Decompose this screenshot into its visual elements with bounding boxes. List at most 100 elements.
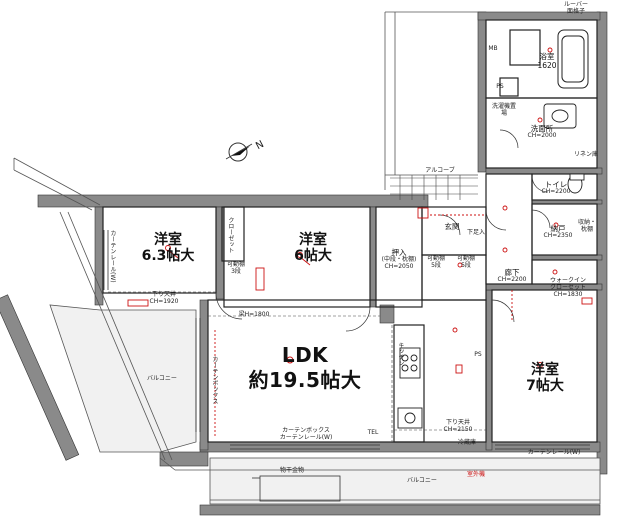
label-movable-shelf-entrance-a-count: 5段 <box>431 261 441 269</box>
label-dresser-text: リネン庫 <box>574 151 599 158</box>
label-ps-top-text: PS <box>496 83 504 90</box>
label-louver-grille: 面格子 <box>566 7 585 15</box>
room-closet-mid-name: 押入 <box>391 248 407 257</box>
label-ps-bottom-text: PS <box>474 351 482 358</box>
label-refrigerator-text: 冷蔵庫 <box>457 439 476 446</box>
label-refrigerator: 冷蔵庫 <box>452 439 482 447</box>
label-balcony-object-text: 物干金物 <box>279 467 304 474</box>
label-movable-shelf-left-text: 可動棚 <box>226 261 245 268</box>
label-lower-ceiling-right: 下り天井 CH=2150 <box>438 419 478 434</box>
room-walkin-name: ウォークイン <box>549 277 586 284</box>
room-western-middle-size: 6帖大 <box>294 248 332 265</box>
room-western-right: 洋室 7帖大 <box>522 362 568 394</box>
label-movable-shelf-left-count: 3段 <box>231 267 241 275</box>
room-western-middle-name: 洋室 <box>299 232 327 248</box>
label-louver: ルーバー 面格子 <box>556 1 596 16</box>
label-curtain-box-text: カーテンボックス <box>282 427 330 434</box>
label-lower-ceiling-left-text: 下り天井 <box>151 291 176 298</box>
label-lower-ceiling-left: 下り天井 CH=1920 <box>144 291 184 306</box>
label-curtain-box: カーテンボックス カーテンレール(W) <box>266 427 346 442</box>
label-kitchen: キッチン <box>396 334 404 374</box>
room-bath-name: 浴室 <box>539 52 555 61</box>
label-dresser: リネン庫 <box>574 151 599 159</box>
room-toilet: トイレ CH=2200 <box>538 180 574 196</box>
fixtures <box>397 103 585 429</box>
door-swings <box>215 129 551 332</box>
room-western-right-name: 洋室 <box>531 362 559 378</box>
room-alcove-name: アルコーブ <box>425 167 455 174</box>
label-mb-text: MB <box>488 45 498 52</box>
label-closet: クローゼット <box>226 212 234 258</box>
room-bath: 浴室 1620 <box>532 52 562 70</box>
dashed-lines <box>108 291 486 445</box>
room-walkin-ceiling: CH=1830 <box>553 290 583 298</box>
label-balcony-object: 物干金物 <box>272 467 312 475</box>
electrical-symbols <box>127 47 593 438</box>
label-closet-text: クローゼット <box>226 217 234 253</box>
label-storage-shelf: 収納・枕棚 <box>576 219 598 234</box>
interior-walls <box>102 19 598 443</box>
room-western-middle: 洋室 6帖大 <box>288 232 338 264</box>
room-washroom-ceiling: CH=2000 <box>527 132 557 139</box>
room-western-left-size: 6.3帖大 <box>141 248 195 265</box>
room-closet-mid-sub: (中段・枕棚) <box>381 256 417 263</box>
label-ps-bottom: PS <box>472 351 484 359</box>
label-beam-text: 梁H=1800 <box>238 311 270 318</box>
room-western-left-name: 洋室 <box>154 232 182 248</box>
room-walkin-sub: クローゼット <box>549 283 586 291</box>
label-shoe-box-text: 下足入 <box>466 229 485 236</box>
label-curtain-rail-left: カーテンレール(W) <box>108 224 116 288</box>
label-lower-ceiling-right-text: 下り天井 <box>445 419 470 426</box>
room-balcony-left: バルコニー <box>140 375 184 383</box>
room-toilet-ceiling: CH=2200 <box>541 188 571 195</box>
balcony-areas <box>49 304 601 505</box>
label-kitchen-text: キッチン <box>396 342 404 366</box>
bathtub <box>557 29 589 89</box>
room-balcony-bottom: バルコニー <box>400 477 444 485</box>
label-movable-shelf-entrance-b: 可動棚 5段 <box>456 255 476 270</box>
label-lower-ceiling-right-ch: CH=2150 <box>443 425 473 433</box>
label-tel: TEL <box>364 429 382 437</box>
windows <box>103 230 590 502</box>
label-movable-shelf-left: 可動棚 3段 <box>226 261 246 276</box>
room-ldk-name: LDK <box>281 343 329 367</box>
room-bath-size: 1620 <box>537 61 557 70</box>
room-closet-mid: 押入 (中段・枕棚) CH=2050 <box>380 248 418 271</box>
label-lower-ceiling-left-ch: CH=1920 <box>149 297 179 305</box>
room-western-right-size: 7帖大 <box>526 378 564 395</box>
room-hallway: 廊下 CH=2200 <box>494 268 530 284</box>
label-curtain-rail-right-text: カーテンレール(W) <box>527 449 581 456</box>
room-washroom-name: 洗面所 <box>530 124 554 133</box>
room-washroom: 洗面所 CH=2000 <box>522 124 562 140</box>
room-western-left: 洋室 6.3帖大 <box>138 232 198 264</box>
room-ldk-size: 約19.5帖大 <box>248 368 362 392</box>
room-balcony-left-name: バルコニー <box>147 375 177 382</box>
room-storage: 納戸 CH=2350 <box>540 224 576 240</box>
label-curtain-box-ldk: カーテンボックス <box>210 340 218 420</box>
label-movable-shelf-entrance-b-count: 5段 <box>461 261 471 269</box>
label-curtain-rail-ldk-text: カーテンレール(W) <box>279 433 333 441</box>
room-hallway-ceiling: CH=2200 <box>497 276 527 283</box>
label-laundry-text: 洗濯機置場 <box>491 103 516 117</box>
room-storage-name: 納戸 <box>550 224 566 233</box>
room-ldk: LDK 約19.5帖大 <box>240 343 370 393</box>
label-outdoor-unit: 室外機 <box>464 471 488 479</box>
room-storage-ceiling: CH=2350 <box>543 232 573 239</box>
label-movable-shelf-entrance-a-text: 可動棚 <box>426 255 445 262</box>
room-walkin: ウォークイン クローゼット CH=1830 <box>545 277 591 299</box>
compass-icon <box>225 142 253 162</box>
balcony-rails <box>13 11 600 501</box>
label-shoe-box: 下足入 <box>466 229 486 237</box>
label-beam: 梁H=1800 <box>234 311 274 319</box>
label-movable-shelf-entrance-a: 可動棚 5段 <box>426 255 446 270</box>
compass-north-label: N <box>254 139 266 152</box>
room-entrance-name: 玄関 <box>444 222 460 231</box>
label-movable-shelf-entrance-b-text: 可動棚 <box>456 255 475 262</box>
room-entrance: 玄関 <box>440 222 464 231</box>
room-closet-mid-ceiling: CH=2050 <box>384 262 414 270</box>
room-alcove: アルコーブ <box>420 167 460 175</box>
label-curtain-box-ldk-text: カーテンボックス <box>210 356 218 404</box>
label-outdoor-unit-text: 室外機 <box>466 471 485 478</box>
label-curtain-rail-right: カーテンレール(W) <box>520 449 588 457</box>
